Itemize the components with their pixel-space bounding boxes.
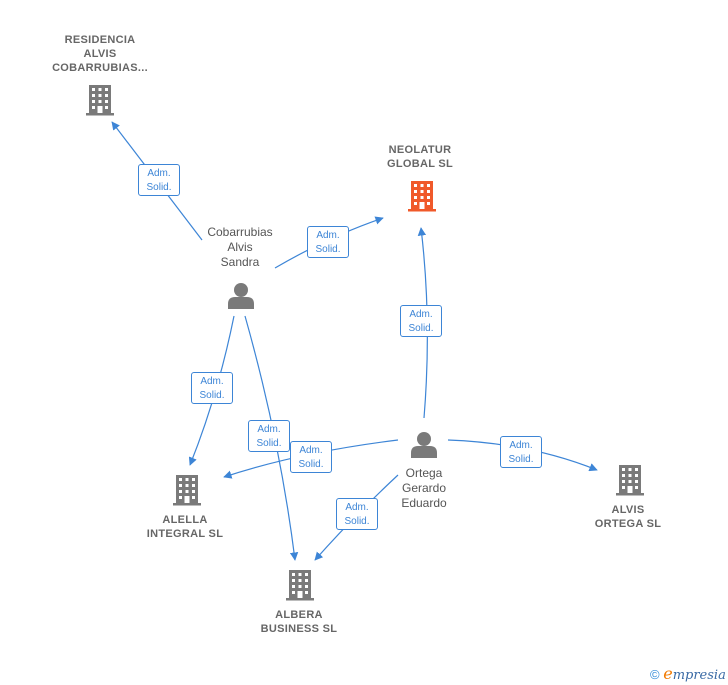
node-label-line: GLOBAL SL xyxy=(386,158,454,170)
node-label-line: NEOLATUR xyxy=(388,144,452,156)
brand-name: mpresia xyxy=(672,668,726,683)
node-label-line: ORTEGA SL xyxy=(594,518,662,530)
node-label-line: Alvis xyxy=(227,240,253,254)
brand-logo[interactable]: empresia xyxy=(663,664,726,683)
building-icon-albera[interactable] xyxy=(286,570,314,601)
building-icon-alvis-ortega[interactable] xyxy=(616,465,644,496)
edge-label-role-type: Solid. xyxy=(256,438,282,449)
edge-label-role: Adm. xyxy=(345,502,369,513)
edge-label-role: Adm. xyxy=(299,445,323,456)
edge-label-cobarrubias-alella: Adm. Solid. xyxy=(191,372,233,404)
edge-label-cobarrubias-residencia: Adm. Solid. xyxy=(138,164,180,196)
footer-credit: © empresia xyxy=(650,664,726,683)
node-label-albera[interactable]: ALBERA BUSINESS SL xyxy=(239,608,359,636)
node-label-line: ALELLA xyxy=(162,514,208,526)
edge-label-role: Adm. xyxy=(409,309,433,320)
building-icon-alella[interactable] xyxy=(173,475,201,506)
node-label-ortega[interactable]: Ortega Gerardo Eduardo xyxy=(374,466,474,511)
edge-label-role: Adm. xyxy=(316,230,340,241)
edge-label-ortega-alvis-ortega: Adm. Solid. xyxy=(500,436,542,468)
node-label-alvis-ortega[interactable]: ALVIS ORTEGA SL xyxy=(578,503,678,531)
node-label-cobarrubias[interactable]: Cobarrubias Alvis Sandra xyxy=(190,225,290,270)
edge-label-ortega-alella: Adm. Solid. xyxy=(290,441,332,473)
node-label-line: ALVIS xyxy=(611,504,645,516)
person-icon-ortega[interactable] xyxy=(411,432,437,458)
building-icon-neolatur[interactable] xyxy=(408,181,436,212)
node-label-line: COBARRUBIAS... xyxy=(52,62,148,74)
edge-label-role-type: Solid. xyxy=(508,454,534,465)
node-label-line: BUSINESS SL xyxy=(260,623,338,635)
node-label-line: Gerardo xyxy=(401,481,447,495)
node-label-alella[interactable]: ALELLA INTEGRAL SL xyxy=(125,513,245,541)
brand-initial: e xyxy=(663,664,673,683)
edge-label-role-type: Solid. xyxy=(298,459,324,470)
copyright-icon: © xyxy=(650,667,660,682)
person-icon-cobarrubias[interactable] xyxy=(228,283,254,309)
node-label-line: Cobarrubias xyxy=(207,225,273,239)
node-label-line: Sandra xyxy=(220,255,260,269)
edge-label-ortega-neolatur: Adm. Solid. xyxy=(400,305,442,337)
node-label-residencia[interactable]: RESIDENCIA ALVIS COBARRUBIAS... xyxy=(40,33,160,75)
node-label-line: RESIDENCIA xyxy=(64,34,136,46)
edge-label-role: Adm. xyxy=(200,376,224,387)
node-label-line: ALBERA xyxy=(275,609,323,621)
edge-label-role-type: Solid. xyxy=(146,182,172,193)
edge-label-role-type: Solid. xyxy=(408,323,434,334)
edge-label-role-type: Solid. xyxy=(315,244,341,255)
edge-label-role: Adm. xyxy=(509,440,533,451)
edge-label-ortega-albera: Adm. Solid. xyxy=(336,498,378,530)
edge-label-cobarrubias-albera: Adm. Solid. xyxy=(248,420,290,452)
node-label-neolatur[interactable]: NEOLATUR GLOBAL SL xyxy=(360,143,480,171)
node-label-line: ALVIS xyxy=(83,48,117,60)
edge-label-role-type: Solid. xyxy=(199,390,225,401)
building-icon-residencia[interactable] xyxy=(86,85,114,116)
node-label-line: Ortega xyxy=(405,466,443,480)
edge-label-cobarrubias-neolatur: Adm. Solid. xyxy=(307,226,349,258)
edge-label-role: Adm. xyxy=(147,168,171,179)
edge-label-role-type: Solid. xyxy=(344,516,370,527)
node-label-line: Eduardo xyxy=(401,496,447,510)
edge-label-role: Adm. xyxy=(257,424,281,435)
node-label-line: INTEGRAL SL xyxy=(146,528,224,540)
